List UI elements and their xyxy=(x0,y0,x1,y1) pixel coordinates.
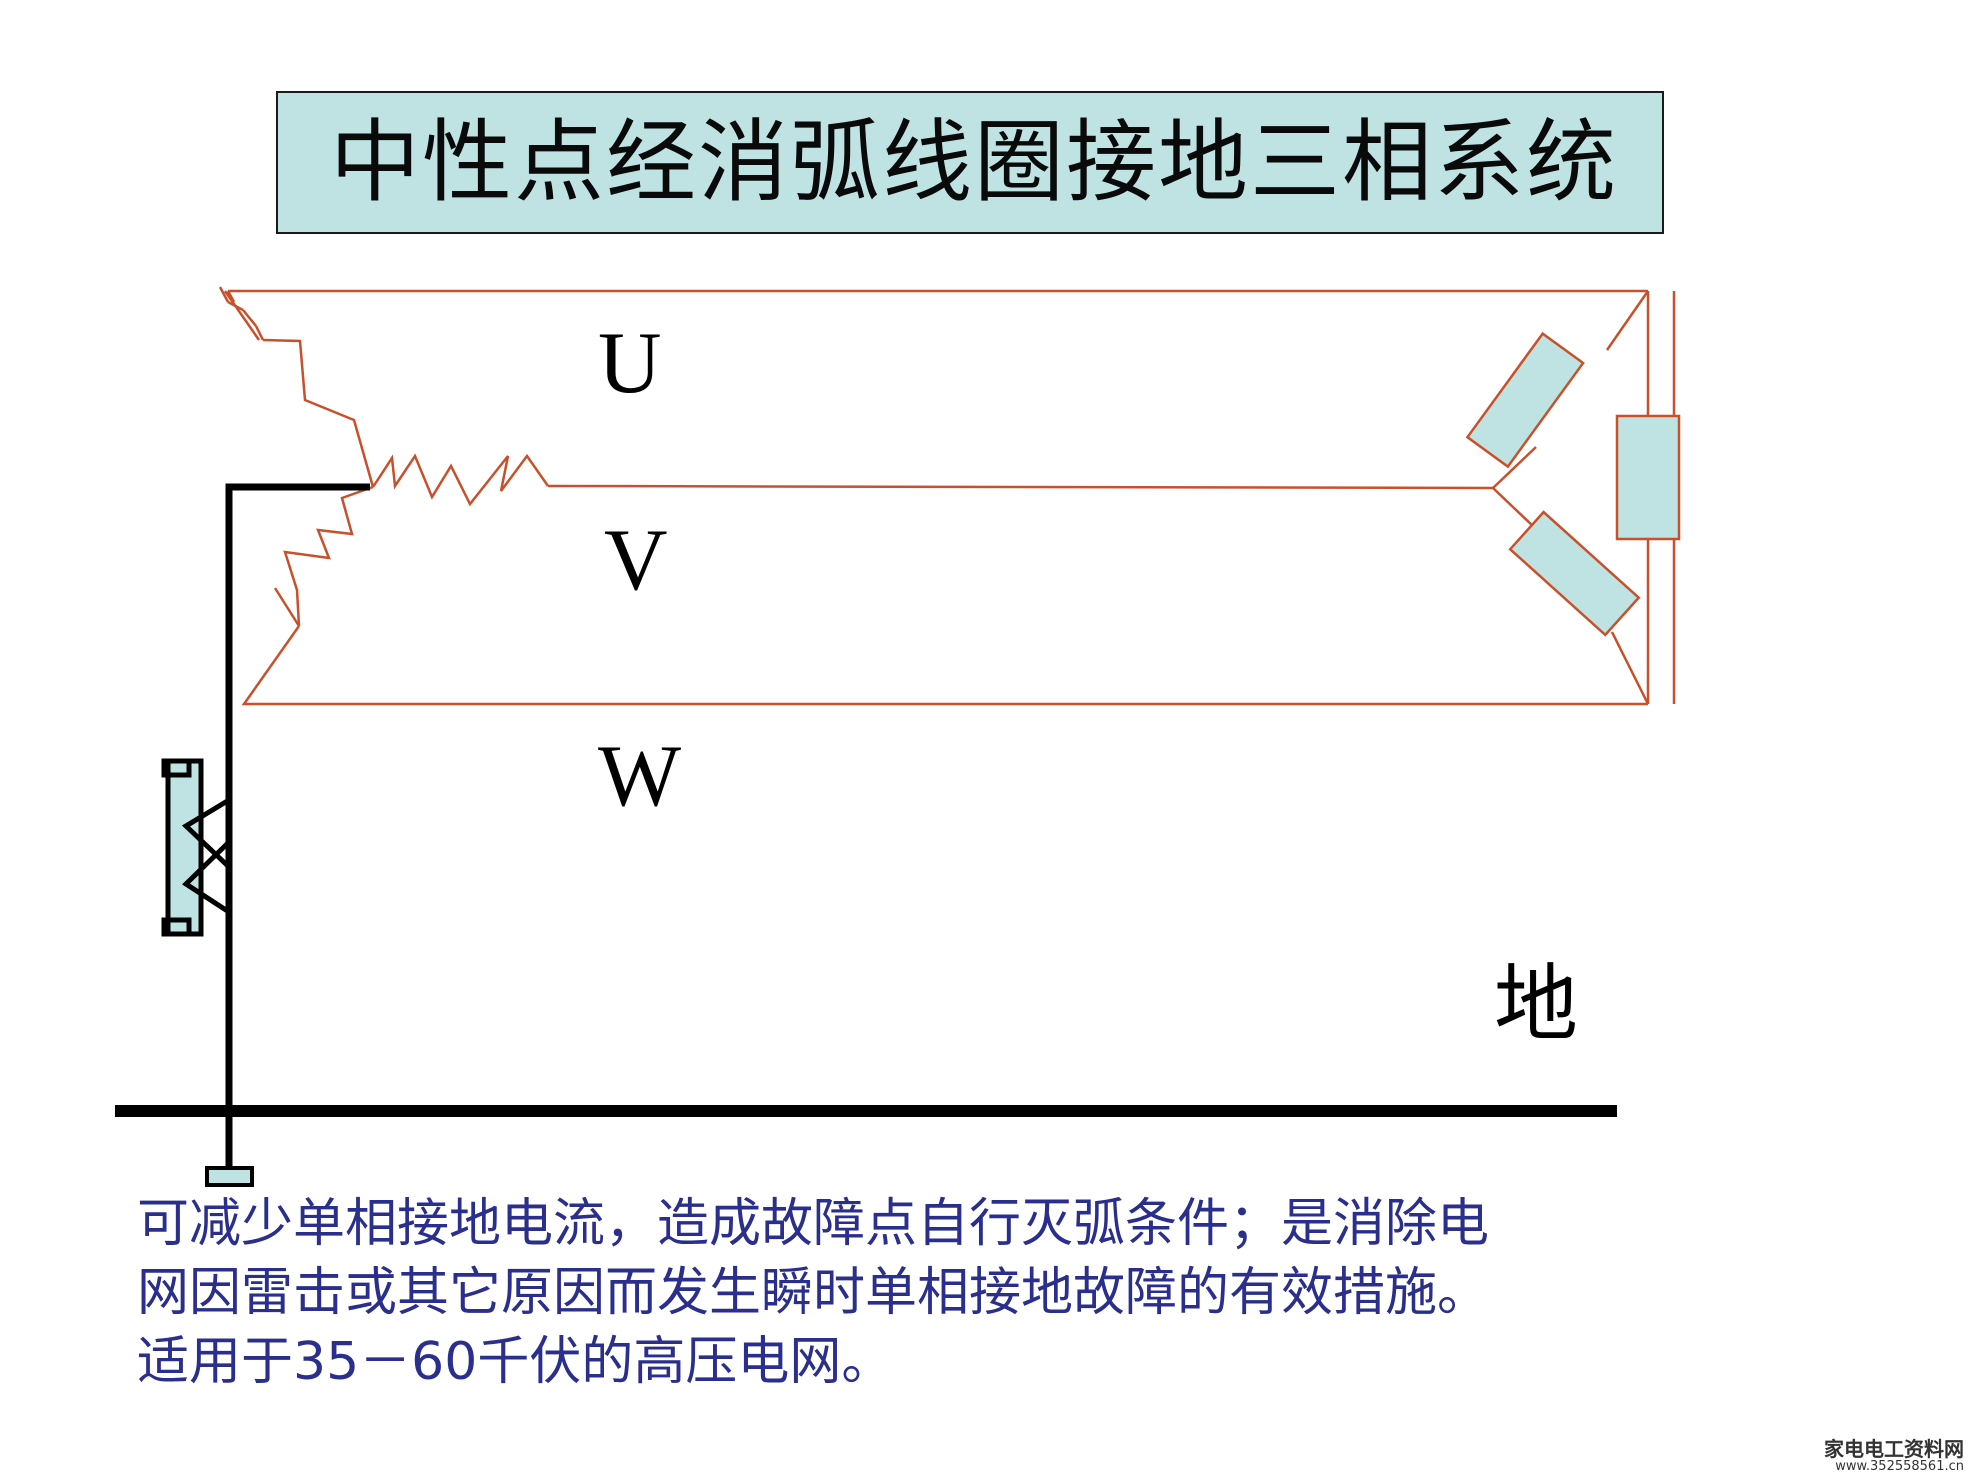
line-v xyxy=(547,484,1494,490)
description-line-2: 网因雷击或其它原因而发生瞬时单相接地故障的有效措施。 xyxy=(137,1263,1490,1323)
phase-w-label: W xyxy=(598,728,682,825)
description: 可减少单相接地电流，造成故障点自行灭弧条件；是消除电 网因雷击或其它原因而发生瞬… xyxy=(137,1190,1837,1397)
phase-v-label: V xyxy=(604,512,668,609)
watermark-name: 家电电工资料网 xyxy=(1824,1436,1964,1461)
page-title: 中性点经消弧线圈接地三相系统 xyxy=(330,110,1618,215)
ground-label: 地 xyxy=(1494,955,1579,1053)
phase-u-label: U xyxy=(598,315,662,412)
ground-electrode-icon xyxy=(115,1105,1617,1187)
three-phase-lines xyxy=(226,289,1650,706)
watermark: 家电电工资料网 www.352558561.cn xyxy=(1824,1438,1964,1474)
delta-load-icon xyxy=(1465,290,1681,705)
arc-suppression-coil-icon xyxy=(161,483,370,1111)
title-box: 中性点经消弧线圈接地三相系统 xyxy=(276,91,1664,234)
winding-u xyxy=(262,338,375,488)
watermark-url: www.352558561.cn xyxy=(1835,1458,1964,1474)
line-w xyxy=(241,625,1648,706)
description-line-1: 可减少单相接地电流，造成故障点自行灭弧条件；是消除电 xyxy=(137,1194,1490,1254)
load-resistor-1 xyxy=(1465,331,1585,469)
coil-body xyxy=(165,758,204,937)
winding-v xyxy=(371,453,550,507)
star-winding-icon xyxy=(218,286,550,627)
winding-w xyxy=(283,485,374,627)
load-resistor-2 xyxy=(1615,414,1681,541)
description-line-3: 适用于35－60千伏的高压电网。 xyxy=(137,1332,894,1392)
load-resistor-3 xyxy=(1508,510,1641,637)
